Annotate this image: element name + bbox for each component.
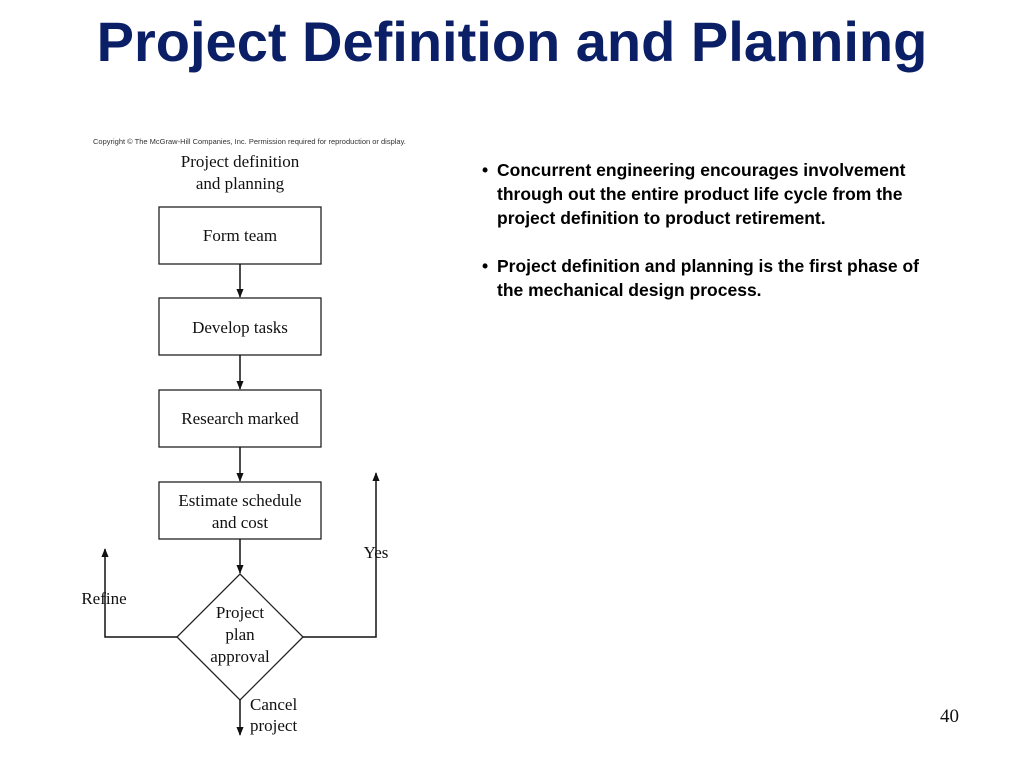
develop-tasks-box: [158, 297, 322, 356]
estimate-box: [158, 481, 322, 540]
bullet-dot: •: [482, 160, 489, 180]
bullet-line: project definition to product retirement…: [497, 208, 826, 228]
copyright-notice: Copyright © The McGraw-Hill Companies, I…: [93, 137, 406, 146]
develop-tasks-label: Develop tasks: [192, 318, 288, 337]
cancel-label-line2: project: [250, 716, 297, 735]
refine-path: [101, 548, 177, 638]
research-marked-label: Research marked: [181, 409, 299, 428]
bullet-line: Concurrent engineering encourages involv…: [497, 160, 906, 180]
research-marked-box: [158, 389, 322, 448]
yes-label: Yes: [364, 543, 389, 562]
estimate-label-line2: and cost: [212, 513, 268, 532]
flowchart-header-line1: Project definition: [181, 152, 300, 171]
bullet-dot: •: [482, 256, 489, 276]
page-number: 40: [940, 706, 959, 727]
bullet-line: through out the entire product life cycl…: [497, 184, 903, 204]
decision-label-line2: plan: [225, 625, 255, 644]
cancel-label-line1: Cancel: [250, 695, 297, 714]
bullet-line: the mechanical design process.: [497, 280, 762, 300]
decision-label-line1: Project: [216, 603, 264, 622]
bullet-list: • Concurrent engineering encourages invo…: [482, 158, 982, 326]
form-team-box: [158, 206, 322, 265]
slide-title: Project Definition and Planning: [96, 10, 928, 73]
decision-label-line3: approval: [210, 647, 270, 666]
estimate-label-line1: Estimate schedule: [178, 491, 301, 510]
flowchart-header-line2: and planning: [196, 174, 285, 193]
yes-path: [303, 472, 380, 638]
refine-label: Refine: [81, 589, 126, 608]
bullet-line: Project definition and planning is the f…: [497, 256, 919, 276]
bullet-item: • Project definition and planning is the…: [482, 254, 982, 302]
bullet-item: • Concurrent engineering encourages invo…: [482, 158, 982, 230]
form-team-label: Form team: [203, 226, 277, 245]
